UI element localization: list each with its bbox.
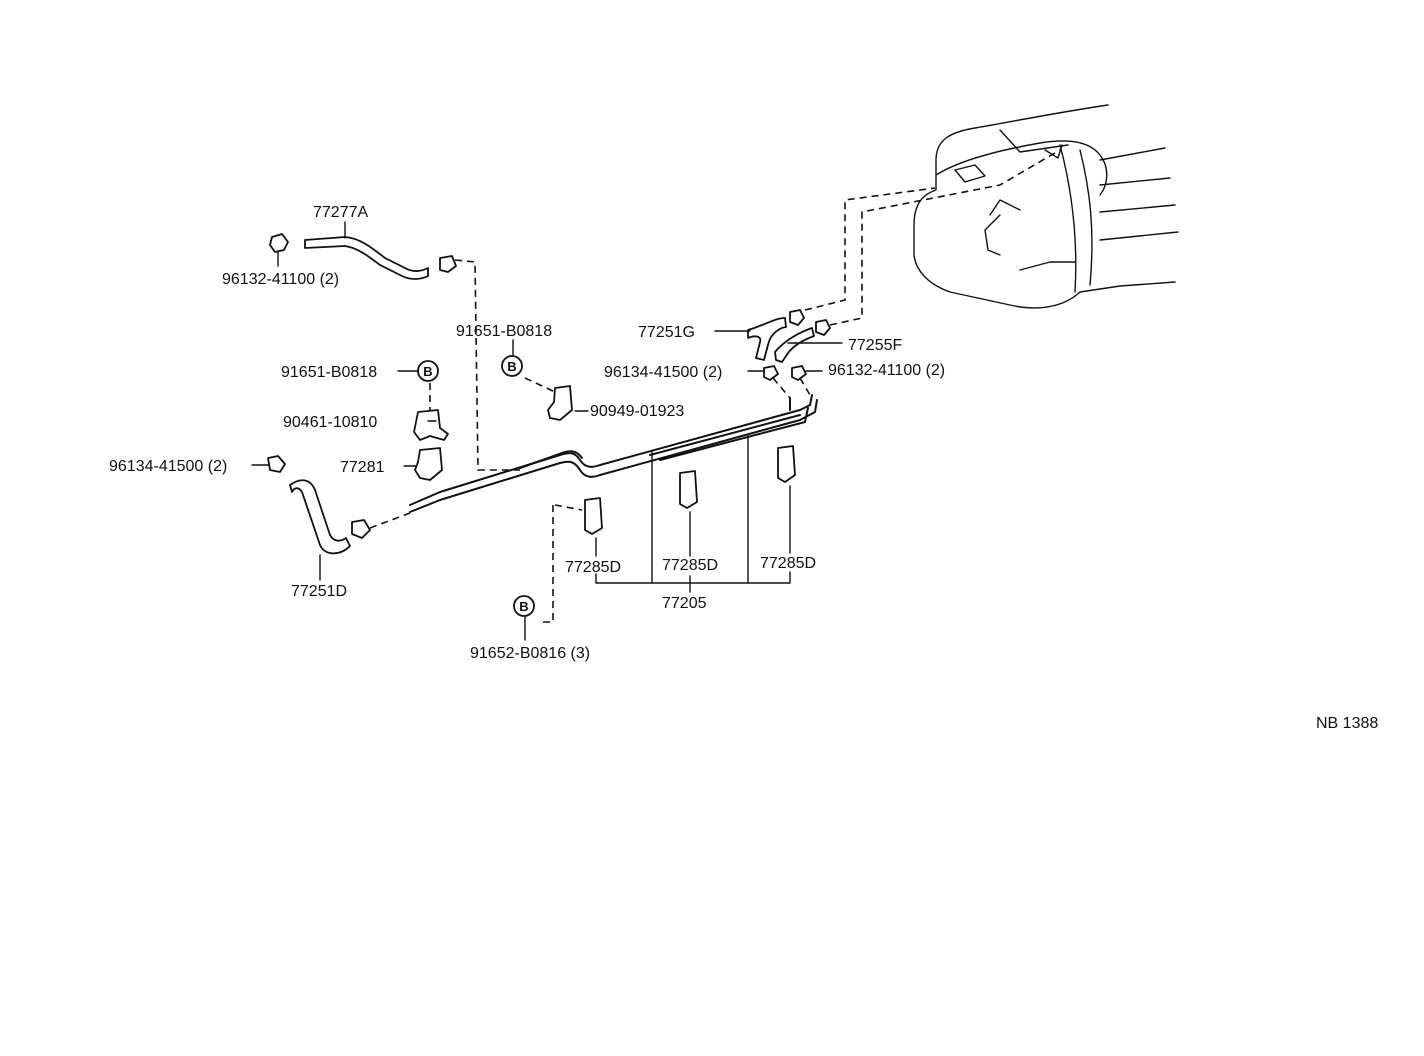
label-96134-41500-left: 96134-41500 (2): [109, 458, 227, 475]
main-fuel-line-tubes: [409, 394, 818, 513]
label-91651-B0818-left: 91651-B0818: [281, 364, 377, 381]
leader-lines: [251, 221, 843, 641]
reference-code: NB 1388: [1316, 715, 1378, 732]
label-77285D-1: 77285D: [565, 559, 621, 576]
label-96132-41100-right: 96132-41100 (2): [828, 362, 945, 379]
label-77251D: 77251D: [291, 583, 347, 600]
brackets: [413, 385, 796, 535]
callout-b-left: B: [417, 360, 439, 382]
svg-text:B: B: [507, 359, 516, 374]
label-91652-B0816: 91652-B0816 (3): [470, 645, 590, 662]
callout-b-bottom: B: [513, 595, 535, 617]
label-77285D-2: 77285D: [662, 557, 718, 574]
dashed-leaders: [369, 149, 1061, 623]
label-77251G: 77251G: [638, 324, 695, 341]
hoses: [289, 236, 815, 555]
svg-text:B: B: [423, 364, 432, 379]
label-91651-B0818-center: 91651-B0818: [456, 323, 552, 340]
label-96134-41500-right: 96134-41500 (2): [604, 364, 722, 381]
label-77205: 77205: [662, 595, 707, 612]
label-77285D-3: 77285D: [760, 555, 816, 572]
label-96132-41100-left: 96132-41100 (2): [222, 271, 339, 288]
callout-b-center: B: [501, 355, 523, 377]
label-77281: 77281: [340, 459, 385, 476]
label-77277A: 77277A: [313, 204, 368, 221]
label-77255F: 77255F: [848, 337, 902, 354]
label-90461-10810: 90461-10810: [283, 414, 377, 431]
fuel-tank-outline: [913, 104, 1179, 309]
label-90949-01923: 90949-01923: [590, 403, 684, 420]
svg-text:B: B: [519, 599, 528, 614]
clamps: [267, 233, 831, 539]
